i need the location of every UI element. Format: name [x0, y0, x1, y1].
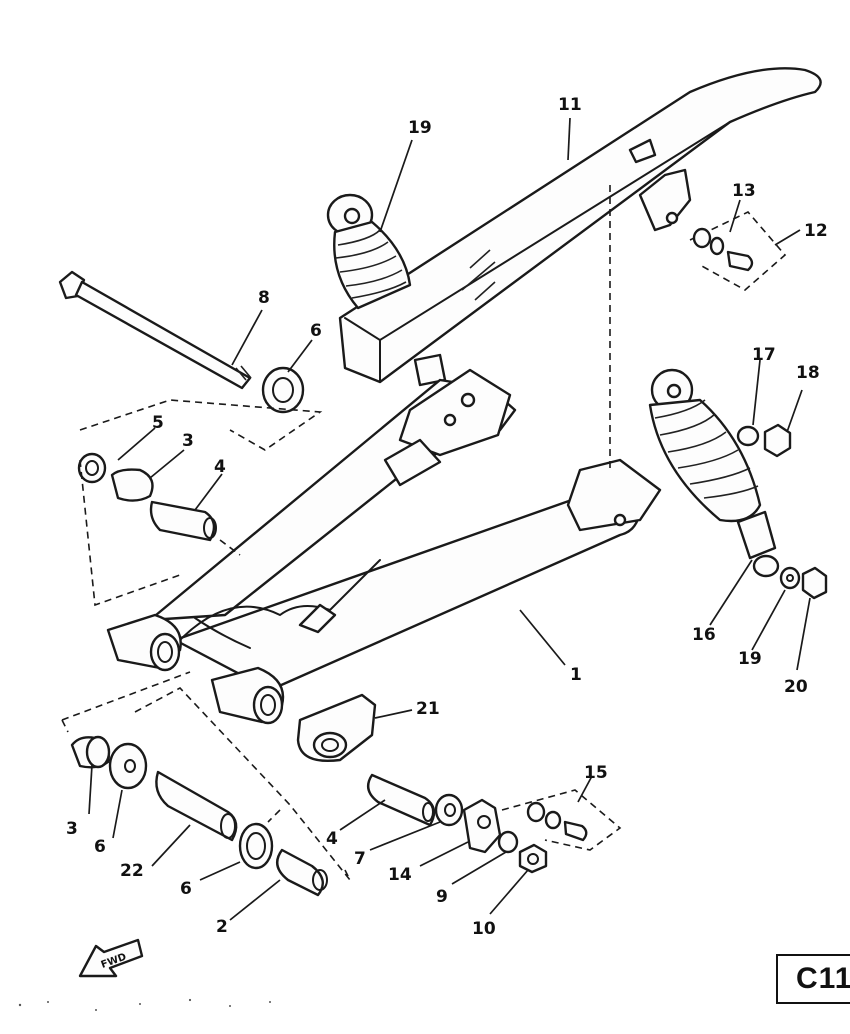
chain-case — [338, 67, 822, 384]
pivot-collar-upper — [261, 366, 305, 414]
callout-6-upper: 6 — [310, 321, 322, 341]
shock-nut-20 — [801, 566, 828, 600]
callout-13: 13 — [732, 181, 756, 201]
callout-22: 22 — [120, 861, 144, 881]
callout-6-lower-mid: 6 — [180, 879, 192, 899]
bolt-set-15 — [501, 789, 622, 851]
shock-washer-17 — [736, 425, 760, 447]
lower-shock-absorber — [648, 368, 780, 578]
bracket-21 — [296, 693, 377, 762]
callout-15: 15 — [584, 763, 608, 783]
washer-7 — [434, 793, 464, 827]
callout-19-upper: 19 — [408, 118, 432, 138]
pivot-shaft — [58, 270, 252, 390]
callout-9: 9 — [436, 887, 448, 907]
plate-14 — [462, 798, 502, 854]
fwd-arrow-icon: FWD — [78, 938, 144, 978]
callout-7: 7 — [354, 849, 366, 869]
callout-4-upper: 4 — [214, 457, 226, 477]
page-code-box: C11 — [776, 954, 850, 1004]
callout-12: 12 — [804, 221, 828, 241]
callout-17: 17 — [752, 345, 776, 365]
callout-18: 18 — [796, 363, 820, 383]
scan-specks — [18, 998, 271, 1011]
callout-16: 16 — [692, 625, 716, 645]
callout-19-lower: 19 — [738, 649, 762, 669]
leader-lines — [88, 117, 811, 921]
callout-20: 20 — [784, 677, 808, 697]
callout-14: 14 — [388, 865, 412, 885]
callout-8: 8 — [258, 288, 270, 308]
lower-bushing-set — [61, 671, 351, 897]
pivot-boss-right — [210, 666, 285, 725]
callout-numbers: 11 19 8 6 5 3 4 13 12 17 18 16 19 20 1 2… — [66, 95, 828, 939]
callout-1: 1 — [570, 665, 582, 685]
callout-2: 2 — [216, 917, 228, 937]
callout-3-lower: 3 — [66, 819, 78, 839]
pivot-boss-left — [106, 613, 182, 672]
page-code: C11 — [796, 962, 850, 995]
callout-3-upper: 3 — [182, 431, 194, 451]
callout-6-lower-left: 6 — [94, 837, 106, 857]
nut-9-10 — [497, 830, 548, 874]
shock-washer-19-lower — [779, 566, 801, 590]
callout-11: 11 — [558, 95, 582, 115]
callout-5: 5 — [152, 413, 164, 433]
bolt-set-12 — [689, 211, 787, 291]
callout-21: 21 — [416, 699, 440, 719]
swingarm — [148, 368, 662, 692]
callout-4-lower: 4 — [326, 829, 338, 849]
collar-4-lower — [366, 773, 436, 827]
shock-nut-18 — [763, 423, 792, 458]
upper-bushing-set — [77, 399, 323, 607]
callout-10: 10 — [472, 919, 496, 939]
